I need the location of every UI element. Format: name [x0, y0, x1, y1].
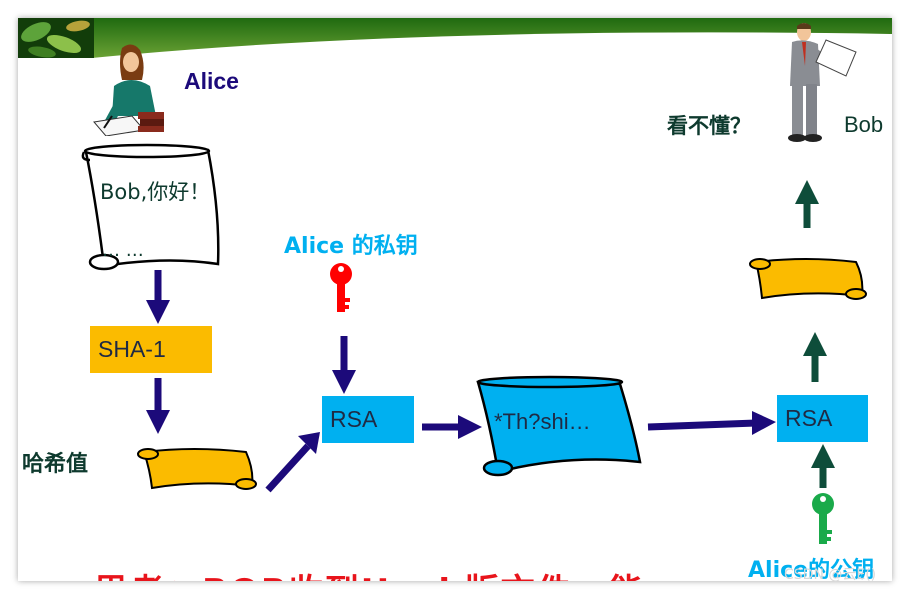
- arrow-letter-to-sha1: [146, 270, 170, 324]
- businessman-icon: [788, 23, 857, 142]
- result-scroll: [749, 258, 867, 300]
- hash-value-label: 哈希值: [22, 452, 89, 477]
- green-key-icon: [812, 493, 834, 544]
- public-key-label: Alice的公钥: [748, 558, 875, 581]
- bottom-caption: 思考：BOB收到Hash版文件，能: [94, 564, 645, 581]
- arrow-rsa-to-encrypted: [422, 415, 482, 439]
- leaf-decoration: [18, 18, 94, 58]
- arrow-result-to-bob: [795, 180, 819, 228]
- letter-scroll: [81, 143, 220, 271]
- red-key-icon: [330, 263, 352, 312]
- hash-scroll: [137, 448, 257, 490]
- slide: Alice Bob,你好！ … …: [18, 18, 892, 581]
- arrow-private-key-to-rsa: [332, 336, 356, 394]
- flow-arrows: [146, 180, 835, 493]
- bob-question-label: 看不懂？: [667, 114, 751, 138]
- letter-greeting: Bob,你好！: [100, 180, 211, 204]
- arrow-encrypted-to-rsa: [647, 411, 776, 435]
- encrypted-scroll: [476, 375, 642, 477]
- watermark: CSDN @云E(): [784, 567, 877, 583]
- rsa-sign-box: RSA: [322, 396, 414, 443]
- sha1-box: SHA-1: [90, 326, 212, 373]
- arrow-rsa-to-result: [803, 332, 827, 382]
- bob-label: Bob: [844, 112, 884, 137]
- arrow-hash-to-rsa: [265, 432, 320, 493]
- header-banner: [18, 18, 892, 58]
- letter-ellipsis: … …: [102, 240, 144, 261]
- rsa-verify-box: RSA: [777, 395, 868, 442]
- arrow-public-key-to-rsa: [811, 444, 835, 488]
- woman-writing-icon: [93, 44, 164, 136]
- alice-label: Alice: [184, 68, 239, 94]
- private-key-label: Alice 的私钥: [284, 234, 418, 259]
- encrypted-text: *Th?shi…: [494, 409, 591, 434]
- arrow-sha1-to-hash: [146, 378, 170, 434]
